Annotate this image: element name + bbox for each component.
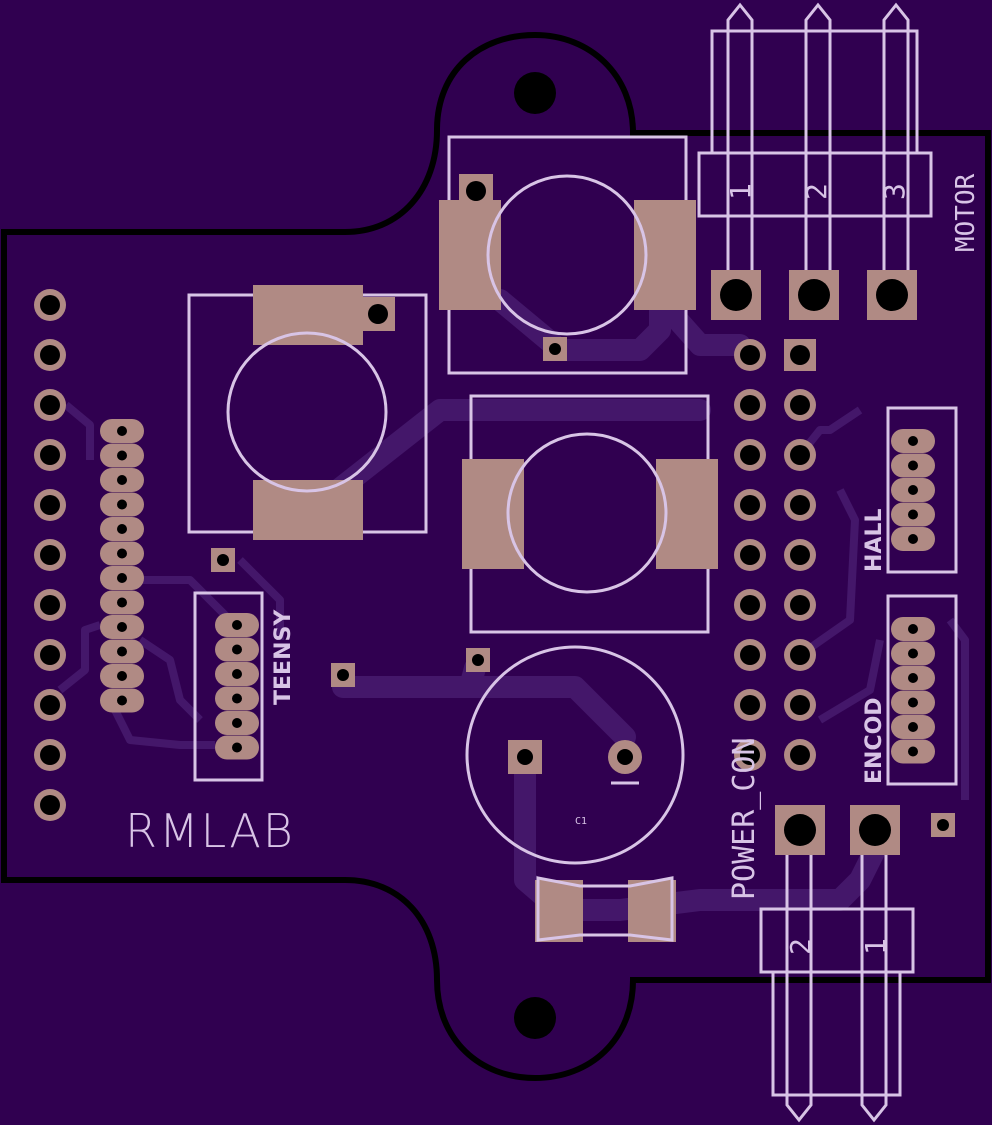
mounting-hole-top — [514, 72, 556, 114]
drill-hole — [466, 181, 486, 201]
drill-hole — [117, 450, 127, 461]
encod-connector-outline — [886, 594, 958, 786]
drill-hole — [40, 595, 60, 615]
power-pin-1-label: 1 — [859, 938, 892, 955]
drill-hole — [40, 545, 60, 565]
drill-hole — [908, 509, 918, 520]
power-con-label: POWER_CON — [727, 737, 762, 900]
drill-hole — [40, 745, 60, 765]
drill-hole — [790, 395, 810, 415]
drill-hole — [740, 495, 760, 515]
drill-hole — [232, 718, 242, 728]
drill-hole — [117, 475, 127, 485]
drill-hole — [740, 695, 760, 715]
motor-pin-3-label: 3 — [878, 183, 911, 200]
motor-connector — [697, 2, 933, 270]
pads — [34, 174, 955, 855]
power-pin-2-label: 2 — [784, 938, 817, 955]
drill-hole — [908, 722, 918, 732]
motor-label: MOTOR — [951, 173, 981, 252]
drill-hole — [40, 395, 60, 415]
drill-hole — [117, 499, 127, 510]
board-outline — [1, 31, 991, 1082]
drill-hole — [117, 671, 127, 681]
drill-hole — [790, 645, 810, 665]
drill-hole — [232, 644, 242, 655]
drill-hole — [40, 695, 60, 715]
drill-hole — [790, 545, 810, 565]
drill-hole — [117, 548, 127, 559]
drill-hole — [798, 279, 830, 311]
drill-hole — [40, 645, 60, 665]
drill-hole — [908, 697, 918, 708]
drill-hole — [368, 304, 388, 324]
drill-hole — [720, 279, 752, 311]
drill-hole — [790, 695, 810, 715]
drill-hole — [937, 819, 949, 831]
drill-hole — [217, 554, 229, 566]
drill-hole — [740, 545, 760, 565]
motor-pin-1-label: 1 — [724, 183, 757, 200]
drill-hole — [908, 485, 918, 495]
drill-hole — [40, 345, 60, 365]
drill-hole — [117, 597, 127, 608]
drill-hole — [790, 745, 810, 765]
drill-hole — [908, 534, 918, 544]
drill-hole — [117, 622, 127, 632]
drill-hole — [40, 295, 60, 315]
drill-hole — [232, 620, 242, 630]
drill-hole — [740, 445, 760, 465]
motor-pin-2-label: 2 — [800, 183, 833, 200]
c1-label: C1 — [575, 816, 587, 827]
drill-hole — [908, 746, 918, 757]
drill-hole — [617, 749, 633, 765]
drill-hole — [908, 436, 918, 446]
drill-hole — [790, 345, 810, 365]
capacitor-c1: C1 — [465, 645, 685, 865]
drill-hole — [337, 669, 349, 681]
drill-hole — [740, 745, 760, 765]
drill-hole — [740, 595, 760, 615]
board-name-label: RMLAB — [125, 804, 295, 858]
drill-hole — [908, 648, 918, 659]
smd-resistor — [535, 876, 676, 942]
drill-hole — [40, 795, 60, 815]
drill-hole — [117, 426, 127, 436]
teensy-label: TEENSY — [271, 609, 296, 705]
drill-hole — [549, 343, 561, 355]
inductor-left — [187, 285, 428, 540]
power-connector — [759, 850, 915, 1123]
drill-hole — [908, 460, 918, 471]
drill-hole — [740, 345, 760, 365]
drill-hole — [784, 814, 816, 846]
drill-hole — [517, 749, 533, 765]
drill-hole — [472, 654, 484, 666]
drill-hole — [859, 814, 891, 846]
drill-hole — [117, 695, 127, 706]
drill-hole — [40, 495, 60, 515]
hall-connector-outline — [886, 406, 958, 574]
drill-hole — [40, 445, 60, 465]
drill-hole — [232, 742, 242, 753]
inductor-top — [439, 135, 696, 375]
drill-hole — [117, 524, 127, 534]
drill-hole — [908, 673, 918, 683]
teensy-connector-outline — [193, 591, 264, 782]
mounting-hole-bottom — [514, 997, 556, 1039]
drill-hole — [790, 445, 810, 465]
drill-hole — [740, 645, 760, 665]
drill-hole — [790, 595, 810, 615]
drill-hole — [790, 495, 810, 515]
drill-hole — [740, 395, 760, 415]
drill-hole — [232, 693, 242, 704]
drill-hole — [876, 279, 908, 311]
drill-hole — [117, 646, 127, 657]
inductor-center — [462, 394, 718, 634]
drill-hole — [117, 573, 127, 583]
hall-label: HALL — [862, 509, 887, 572]
encod-label: ENCOD — [862, 697, 887, 784]
drill-hole — [232, 669, 242, 679]
drill-hole — [908, 624, 918, 634]
